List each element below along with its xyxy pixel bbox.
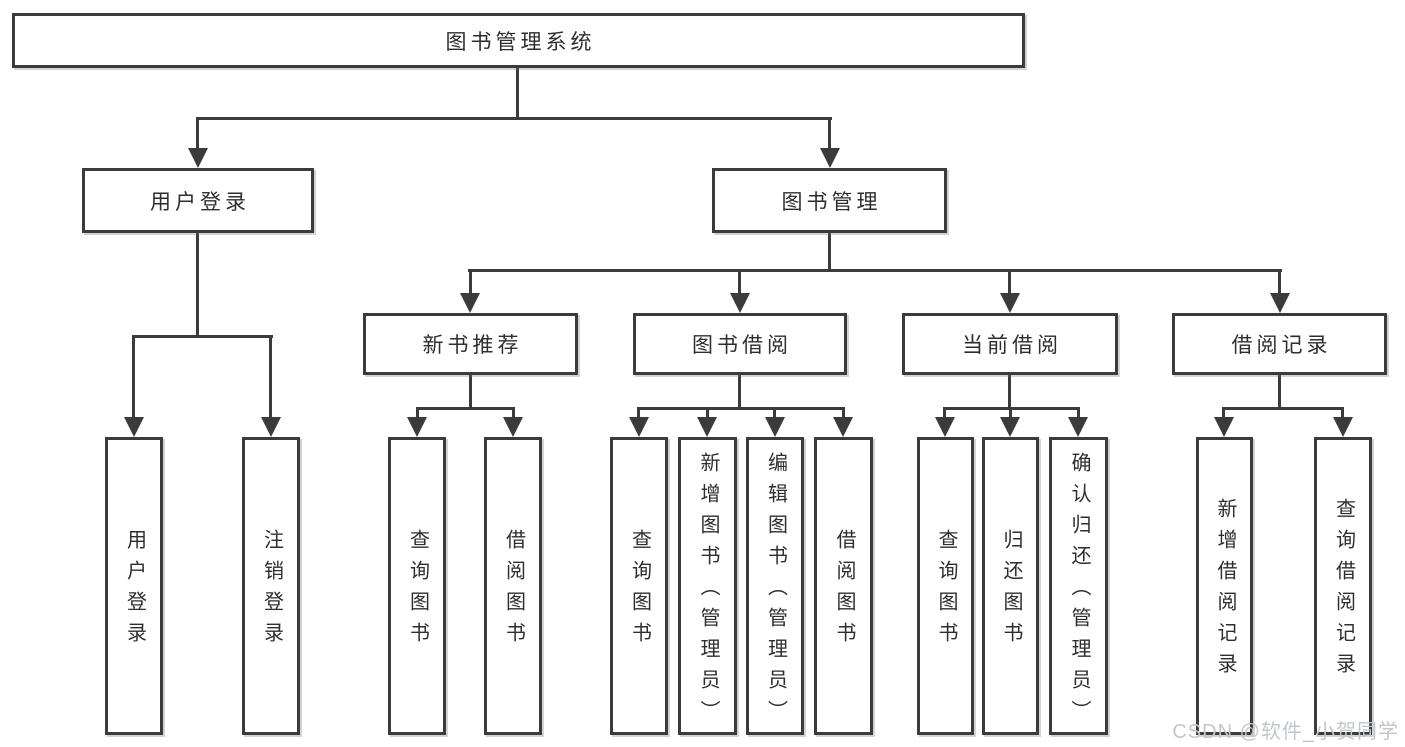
- leaf-br-add-record: 新增借阅记录: [1196, 437, 1253, 735]
- node-label: 借阅记录: [1231, 334, 1332, 357]
- connector-arrowhead: [1270, 293, 1290, 313]
- leaf-nb-borrow-books: 借阅图书: [484, 437, 542, 735]
- connector-arrowhead: [407, 417, 427, 437]
- connector-line: [828, 117, 831, 151]
- connector-arrowhead: [1000, 417, 1020, 437]
- node-book-management: 图书管理: [712, 168, 947, 233]
- leaf-label: 查询借阅记录: [1332, 498, 1355, 684]
- connector-line: [132, 335, 273, 338]
- leaf-bb-add-books-admin: 新增图书（管理员）: [678, 437, 737, 735]
- leaf-br-query-record: 查询借阅记录: [1314, 437, 1372, 735]
- leaf-label: 新增借阅记录: [1214, 498, 1236, 684]
- connector-line: [773, 407, 776, 421]
- connector-line: [469, 373, 472, 409]
- connector-line: [416, 407, 419, 421]
- connector-line: [842, 407, 845, 421]
- leaf-label: 借阅图书: [833, 529, 855, 653]
- connector-arrowhead: [503, 417, 523, 437]
- connector-arrowhead: [765, 417, 785, 437]
- connector-line: [1222, 407, 1344, 410]
- leaf-logout: 注销登录: [242, 437, 300, 735]
- connector-arrowhead: [1214, 417, 1234, 437]
- leaf-nb-query-books: 查询图书: [388, 437, 446, 735]
- connector-arrowhead: [261, 417, 281, 437]
- connector-line: [196, 117, 199, 151]
- watermark-text: CSDN @软件_小贺同学: [1172, 721, 1399, 743]
- node-label: 图书管理: [781, 190, 882, 214]
- connector-arrowhead: [1068, 417, 1088, 437]
- leaf-label: 确认归还（管理员）: [1068, 451, 1090, 731]
- node-label: 图书借阅: [692, 334, 792, 357]
- connector-line: [1222, 407, 1225, 421]
- leaf-bb-query-books: 查询图书: [610, 437, 668, 735]
- node-library-management-system: 图书管理系统: [12, 13, 1025, 68]
- leaf-label: 注销登录: [260, 529, 283, 653]
- connector-line: [738, 373, 741, 409]
- connector-arrowhead: [629, 417, 649, 437]
- connector-line: [637, 407, 845, 410]
- node-book-borrow: 图书借阅: [633, 313, 847, 375]
- connector-line: [512, 407, 515, 421]
- leaf-cb-return-books: 归还图书: [982, 437, 1039, 735]
- leaf-cb-query-books: 查询图书: [917, 437, 974, 735]
- connector-line: [416, 407, 515, 410]
- node-borrow-records: 借阅记录: [1172, 313, 1387, 375]
- connector-arrowhead: [935, 417, 955, 437]
- connector-line: [1008, 269, 1011, 297]
- leaf-cb-confirm-return-admin: 确认归还（管理员）: [1049, 437, 1108, 735]
- connector-line: [637, 407, 640, 421]
- connector-line: [269, 335, 272, 421]
- connector-line: [469, 269, 472, 297]
- node-label: 图书管理系统: [445, 30, 596, 54]
- leaf-bb-edit-books-admin: 编辑图书（管理员）: [746, 437, 804, 735]
- connector-line: [738, 269, 741, 297]
- leaf-bb-borrow-books: 借阅图书: [814, 437, 873, 735]
- connector-arrowhead: [1000, 293, 1020, 313]
- connector-line: [943, 407, 946, 421]
- node-user-login: 用户登录: [82, 168, 314, 233]
- connector-arrowhead: [833, 417, 853, 437]
- node-label: 新书推荐: [422, 334, 523, 357]
- connector-line: [1008, 373, 1011, 409]
- connector-arrowhead: [460, 293, 480, 313]
- node-label: 当前借阅: [962, 334, 1062, 357]
- connector-line: [196, 117, 832, 120]
- connector-arrowhead: [1333, 417, 1353, 437]
- leaf-label: 查询图书: [406, 529, 429, 653]
- leaf-label: 用户登录: [123, 529, 146, 653]
- connector-line: [1009, 407, 1012, 421]
- node-new-book-recommend: 新书推荐: [363, 313, 578, 375]
- connector-line: [706, 407, 709, 421]
- leaf-label: 查询图书: [628, 529, 651, 653]
- connector-line: [1341, 407, 1344, 421]
- leaf-label: 编辑图书（管理员）: [764, 451, 787, 731]
- connector-line: [516, 66, 519, 120]
- connector-line: [196, 231, 199, 337]
- connector-line: [468, 269, 1282, 272]
- leaf-label: 归还图书: [1000, 529, 1022, 653]
- connector-arrowhead: [697, 417, 717, 437]
- leaf-label: 借阅图书: [502, 529, 525, 653]
- connector-line: [1077, 407, 1080, 421]
- leaf-label: 新增图书（管理员）: [697, 451, 719, 731]
- connector-arrowhead: [730, 293, 750, 313]
- connector-line: [1278, 373, 1281, 409]
- node-label: 用户登录: [150, 190, 250, 214]
- leaf-user-login: 用户登录: [105, 437, 163, 735]
- connector-arrowhead: [124, 417, 144, 437]
- connector-arrowhead: [820, 148, 840, 168]
- connector-line: [828, 231, 831, 272]
- connector-arrowhead: [188, 148, 208, 168]
- leaf-label: 查询图书: [935, 529, 957, 653]
- connector-line: [132, 335, 135, 421]
- connector-line: [1278, 269, 1281, 297]
- node-current-borrow: 当前借阅: [902, 313, 1118, 375]
